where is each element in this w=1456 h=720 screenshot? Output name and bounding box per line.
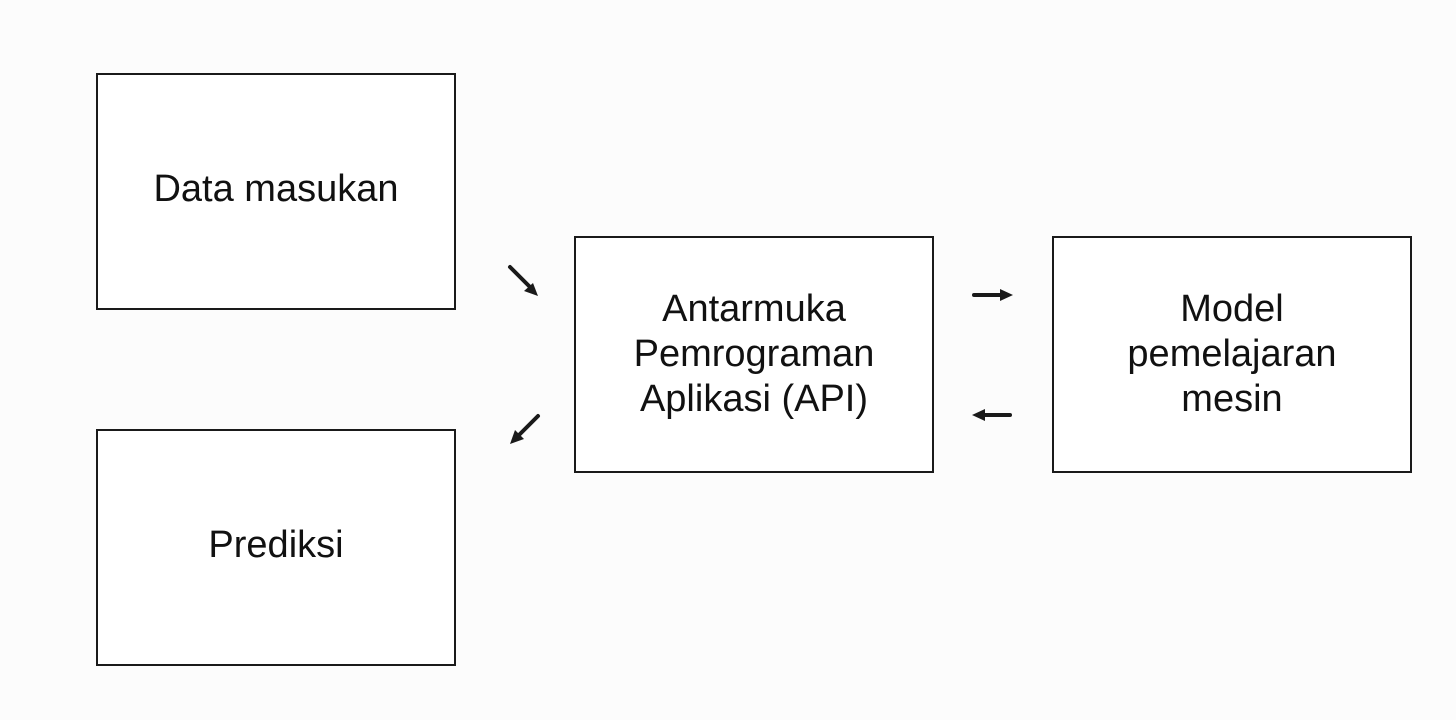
api-label: Antarmuka Pemrograman Aplikasi (API) [633, 288, 875, 420]
prediction-box: Prediksi [96, 429, 456, 666]
arrow-input-to-api [508, 265, 534, 291]
arrowhead-model-to-api [972, 409, 985, 421]
arrowhead-api-to-output [510, 430, 524, 444]
ml-model-label: Model pemelajaran mesin [1127, 288, 1337, 420]
api-box: Antarmuka Pemrograman Aplikasi (API) [574, 236, 934, 473]
ml-model-box: Model pemelajaran mesin [1052, 236, 1412, 473]
arrow-api-to-output [515, 414, 540, 439]
data-input-label: Data masukan [153, 168, 399, 210]
arrowhead-api-to-model [1000, 289, 1013, 301]
arrowhead-input-to-api [524, 283, 538, 296]
prediction-label: Prediksi [208, 524, 344, 566]
data-input-box: Data masukan [96, 73, 456, 310]
